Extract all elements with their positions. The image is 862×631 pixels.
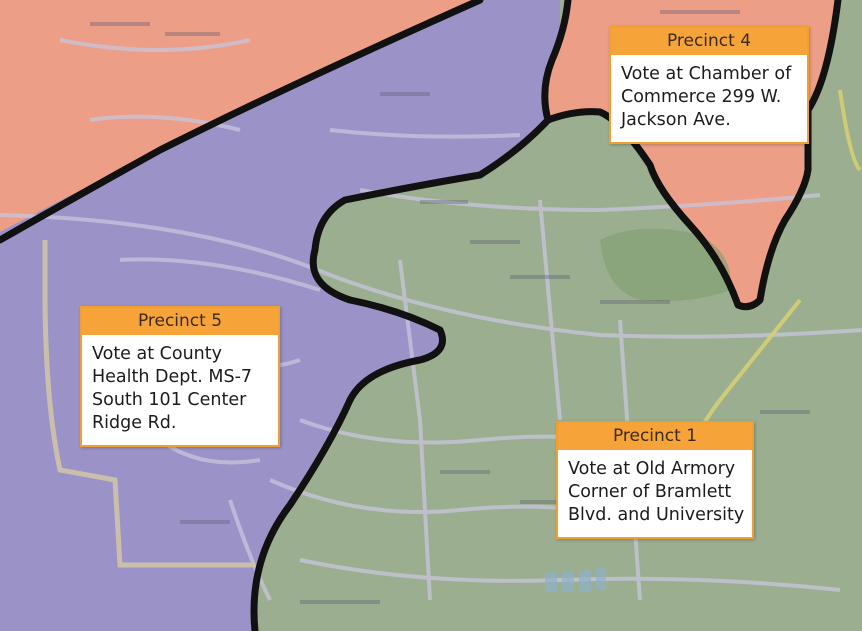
precinct-4-line-1: Vote at Chamber of xyxy=(621,64,792,84)
precinct-4-title: Precinct 4 xyxy=(611,28,807,55)
precinct-5-line-4: Ridge Rd. xyxy=(92,413,177,433)
precinct-5-polling-location: Vote at County Health Dept. MS-7 South 1… xyxy=(82,335,278,445)
precinct-4-polling-location: Vote at Chamber of Commerce 299 W. Jacks… xyxy=(611,55,807,142)
precinct-1-polling-location: Vote at Old Armory Corner of Bramlett Bl… xyxy=(558,450,752,537)
precinct-1-line-1: Vote at Old Armory xyxy=(568,459,736,479)
precinct-4-region-west[interactable] xyxy=(0,0,480,232)
park-area xyxy=(600,228,731,302)
minor-map-text xyxy=(90,10,810,604)
precinct-1-line-2: Corner of Bramlett xyxy=(568,482,732,502)
precinct-5-callout[interactable]: Precinct 5 Vote at County Health Dept. M… xyxy=(80,306,280,447)
route-lines xyxy=(42,240,255,568)
precinct-4-callout[interactable]: Precinct 4 Vote at Chamber of Commerce 2… xyxy=(609,26,809,144)
precinct-1-callout[interactable]: Precinct 1 Vote at Old Armory Corner of … xyxy=(556,421,754,539)
precinct-1-title: Precinct 1 xyxy=(558,423,752,450)
precinct-5-line-1: Vote at County xyxy=(92,344,222,364)
precinct-5-line-3: South 101 Center xyxy=(92,390,247,410)
precinct-5-title: Precinct 5 xyxy=(82,308,278,335)
precinct-5-line-2: Health Dept. MS-7 xyxy=(92,367,253,387)
precinct-4-line-3: Jackson Ave. xyxy=(621,110,731,130)
road-network xyxy=(0,38,862,601)
water-features xyxy=(545,568,606,592)
precinct-1-line-3: Blvd. and University xyxy=(568,505,745,525)
precinct-4-line-2: Commerce 299 W. xyxy=(621,87,782,107)
